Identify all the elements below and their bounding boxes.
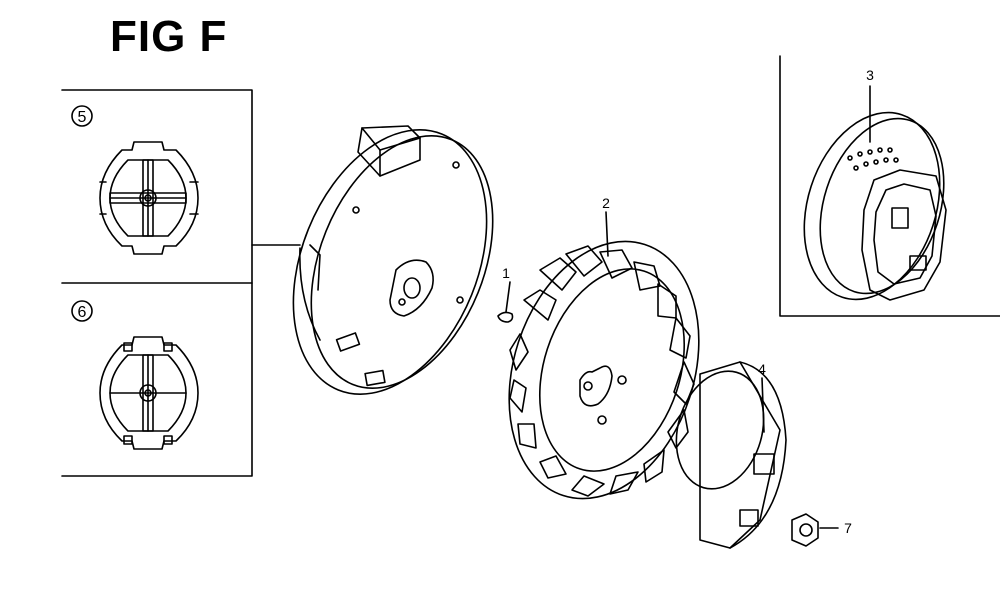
- callout-5: 5: [71, 105, 93, 127]
- callout-7: 7: [844, 520, 852, 536]
- inset-frame-right: [779, 55, 1000, 317]
- callout-2: 2: [602, 195, 610, 211]
- part-7-drawing: [791, 513, 839, 547]
- part-6-drawing: [99, 336, 199, 450]
- callout-6-label: 6: [78, 304, 87, 321]
- callout-4: 4: [758, 361, 766, 377]
- part-5-drawing: [99, 141, 199, 255]
- part-1-drawing: [497, 281, 514, 323]
- figure-title: FIG F: [110, 12, 228, 61]
- starter-pulley-drawing: [292, 125, 494, 395]
- callout-5-label: 5: [78, 109, 87, 126]
- callout-6: 6: [71, 300, 93, 322]
- part-2-drawing: [508, 211, 700, 500]
- callout-1: 1: [502, 265, 510, 281]
- callout-3: 3: [866, 67, 874, 83]
- part-3-drawing: [803, 85, 947, 301]
- part-4-drawing: [675, 361, 787, 549]
- inset-frame-left: [61, 89, 301, 477]
